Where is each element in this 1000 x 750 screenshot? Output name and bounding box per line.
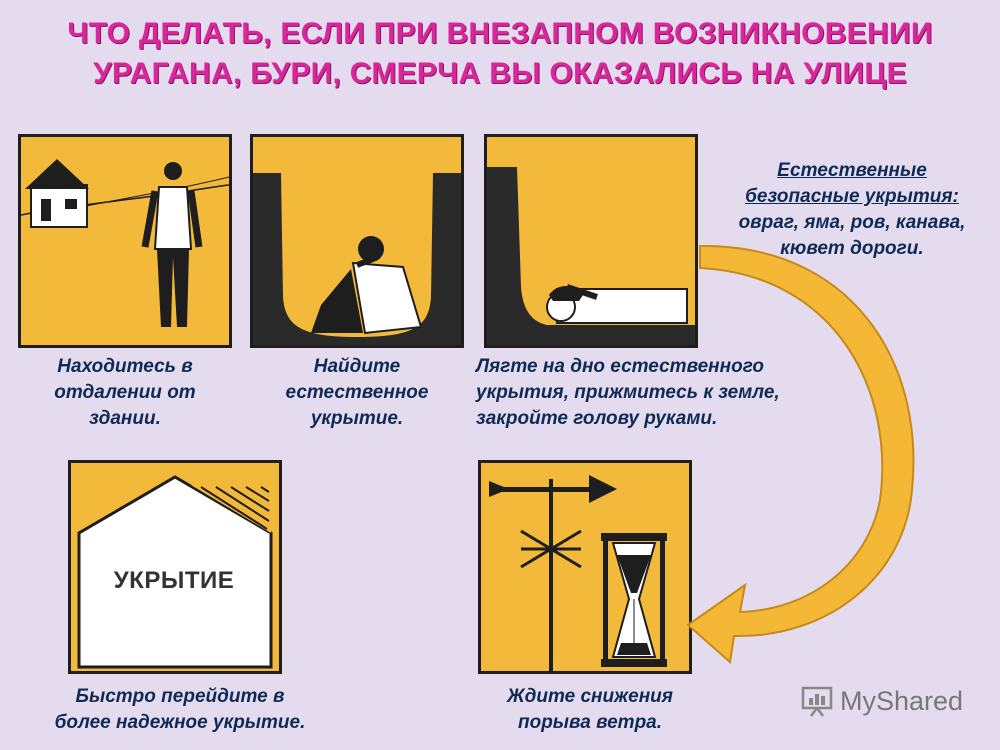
watermark-text: MyShared [840,685,964,716]
panel-away-from-building [18,134,232,348]
person-in-ditch-illustration [253,173,461,345]
natural-shelters-note: Естественные безопасные укрытия: овраг, … [738,160,966,259]
caption-move: Быстро перейдите в более надежное укрыти… [54,686,306,733]
panel-wait-wind [478,460,692,674]
shelter-label: УКРЫТИЕ [113,567,235,594]
title-line-1: ЧТО ДЕЛАТЬ, ЕСЛИ ПРИ ВНЕЗАПНОМ ВОЗНИКНОВ… [67,17,933,50]
person-near-house-illustration [21,159,229,327]
person-lying-illustration [487,167,695,345]
caption-lie: Лягте на дно естественного укрытия, приж… [476,356,780,429]
caption-wait: Ждите снижения порыва ветра. [507,686,673,733]
caption-find: Найдите естественное укрытие. [285,356,429,429]
panel-find-shelter [250,134,464,348]
shelter-building-illustration [77,475,273,669]
title-line-2: УРАГАНА, БУРИ, СМЕРЧА ВЫ ОКАЗАЛИСЬ НА УЛ… [93,57,907,90]
page-title: ЧТО ДЕЛАТЬ, ЕСЛИ ПРИ ВНЕЗАПНОМ ВОЗНИКНОВ… [0,14,1000,94]
watermark-logo: MyShared [800,684,963,718]
presentation-icon [801,686,833,717]
caption-away: Находитесь в отдалении от здании. [54,356,196,429]
panel-shelter: УКРЫТИЕ [68,460,282,674]
panel-lie-down [484,134,698,348]
wind-vane-hourglass-illustration [489,475,667,671]
